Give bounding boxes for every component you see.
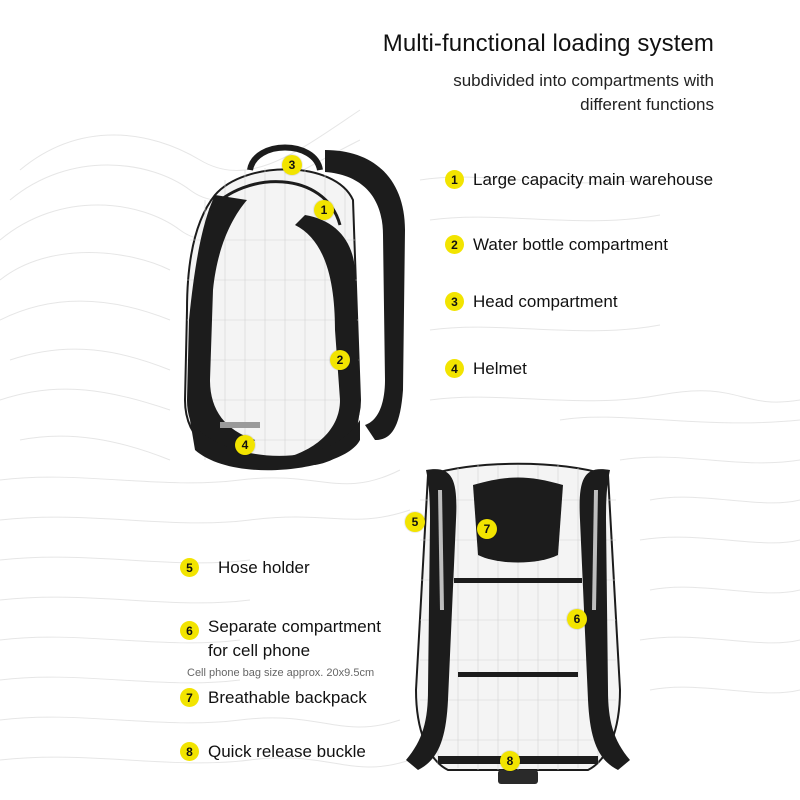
feature-number-badge: 6 — [180, 621, 199, 640]
feature-label: Quick release buckle — [208, 742, 366, 761]
feature-label: Helmet — [473, 359, 527, 378]
subtitle-line-2: different functions — [580, 95, 714, 114]
feature-number-badge: 5 — [180, 558, 199, 577]
feature-label-line-1: Separate compartment — [208, 617, 381, 636]
feature-label: Separate compartment for cell phone Cell… — [187, 617, 381, 683]
photo-badge-2: 2 — [330, 350, 350, 370]
feature-8: 8 Quick release buckle — [180, 742, 366, 762]
feature-7: 7 Breathable backpack — [180, 688, 367, 708]
feature-number-badge: 1 — [445, 170, 464, 189]
photo-badge-8: 8 — [500, 751, 520, 771]
feature-6: 6 Separate compartment for cell phone Ce… — [180, 617, 381, 683]
feature-label: Large capacity main warehouse — [473, 170, 714, 189]
feature-note: Cell phone bag size approx. 20x9.5cm — [187, 667, 375, 679]
page-title: Multi-functional loading system — [382, 30, 714, 57]
feature-label: Hose holder — [218, 558, 310, 577]
photo-badge-5: 5 — [405, 512, 425, 532]
photo-badge-3: 3 — [282, 155, 302, 175]
backpack-back-image — [406, 462, 630, 784]
photo-badge-1: 1 — [314, 200, 334, 220]
feature-number-badge: 7 — [180, 688, 199, 707]
feature-label-line-2: for cell phone — [208, 641, 311, 660]
feature-number-badge: 2 — [445, 235, 464, 254]
feature-label: Water bottle compartment — [473, 235, 668, 254]
photo-badge-7: 7 — [477, 519, 497, 539]
photo-badge-4: 4 — [235, 435, 255, 455]
page-subtitle: subdivided into compartments with differ… — [374, 69, 714, 117]
feature-number-badge: 4 — [445, 359, 464, 378]
backpack-front-image — [183, 144, 405, 471]
subtitle-line-1: subdivided into compartments with — [453, 71, 714, 90]
feature-2: 2 Water bottle compartment — [445, 235, 668, 255]
feature-1: 1 Large capacity main warehouse — [445, 170, 713, 190]
photo-badge-6: 6 — [567, 609, 587, 629]
feature-label: Breathable backpack — [208, 688, 367, 707]
feature-number-badge: 3 — [445, 292, 464, 311]
feature-label: Head compartment — [473, 292, 618, 311]
feature-3: 3 Head compartment — [445, 292, 618, 312]
feature-4: 4 Helmet — [445, 359, 527, 379]
feature-number-badge: 8 — [180, 742, 199, 761]
feature-5: 5 Hose holder — [180, 558, 310, 578]
